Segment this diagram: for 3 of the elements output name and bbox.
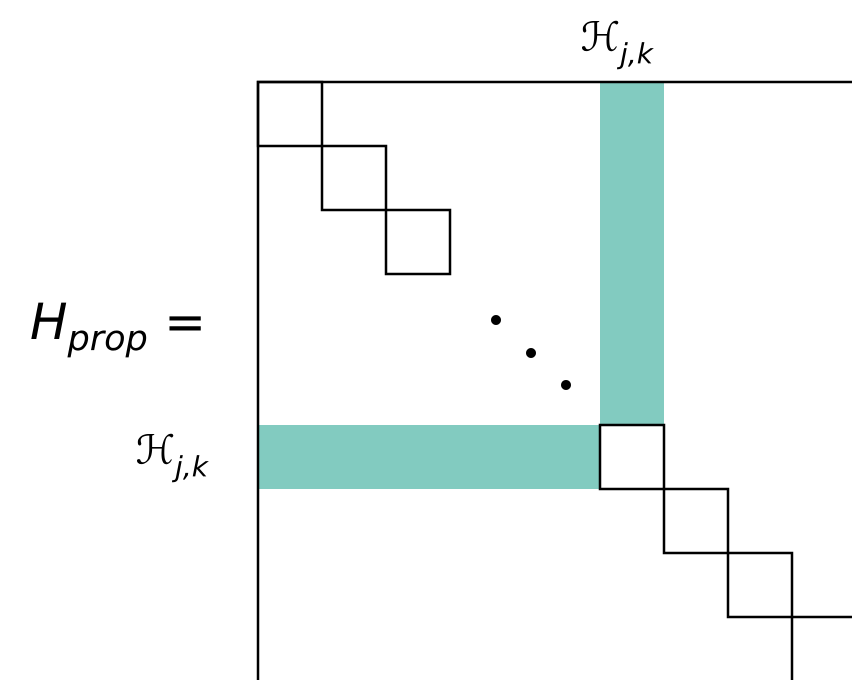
- block-label: ℋ$_{j,k}$: [136, 434, 209, 482]
- block-label: ℋ$_{j,k}$: [582, 20, 654, 70]
- matrix-label: H$_{prop}$ =: [31, 302, 201, 358]
